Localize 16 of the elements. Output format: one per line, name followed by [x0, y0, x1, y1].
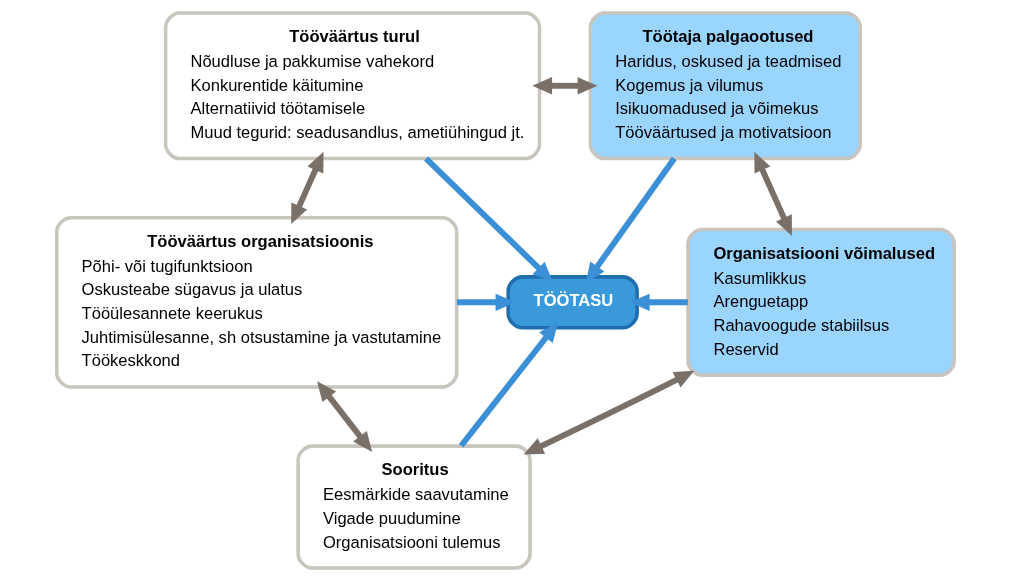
node-box: TÖÖTASU — [506, 275, 639, 330]
arrow — [754, 151, 792, 236]
node-box: Organisatsiooni võimalused Kasumlikkus Arenguetapp Rahavoogude stabiilsus Reservid — [686, 227, 957, 377]
arrow — [456, 293, 516, 311]
node-box: Töötaja palgaootused Haridus, oskused ja teadmised Kogemus ja vilumus Isikuomadused ja võimekus Tööväärtused ja motivatsioon — [588, 11, 862, 161]
node-box: Tööväärtus turul Nõudluse ja pakkumise vahekord Konkurentide käitumine Alternatiivid töötamisele Muud tegurid: seadusandlus, ametiühingud jt. — [163, 11, 542, 161]
node-box: Tööväärtus organisatsioonis Põhi- või tugifunktsioon Oskusteabe sügavus ja ulatus Tööülesannete keerukus Juhtimisülesanne, sh otsustamine ja vastutamine Töökeskkond — [54, 215, 459, 389]
arrow — [424, 156, 553, 282]
node-box: Sooritus Eesmärkide saavutamine Vigade puudumine Organisatsiooni tulemus — [296, 444, 532, 570]
arrow — [532, 77, 598, 95]
arrow — [585, 156, 677, 283]
arrow — [458, 322, 559, 448]
arrow — [291, 151, 324, 225]
arrow — [317, 381, 373, 452]
arrow — [523, 370, 695, 455]
arrow — [629, 293, 688, 311]
